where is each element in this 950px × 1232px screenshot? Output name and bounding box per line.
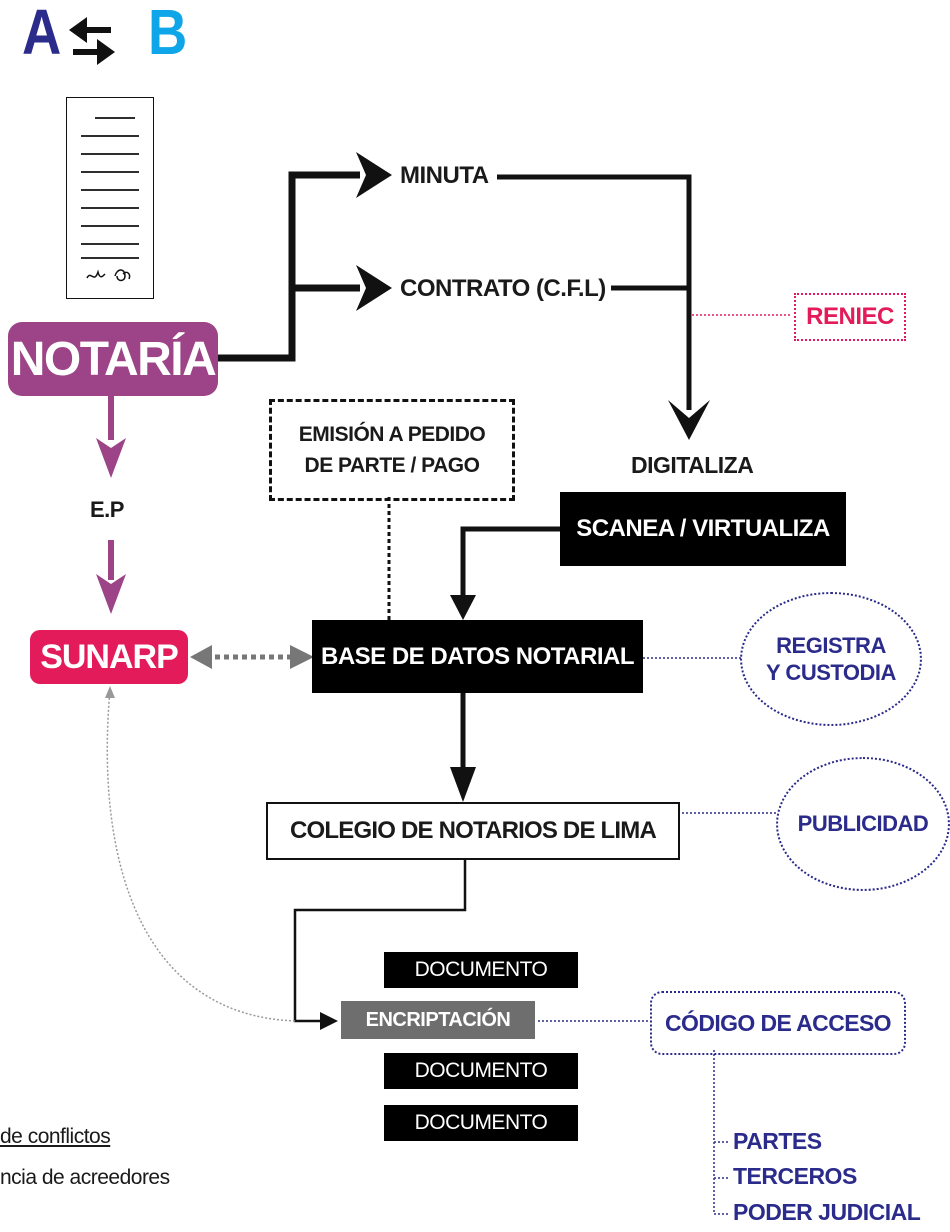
merge-line (497, 174, 692, 410)
access-item-poder-judicial: PODER JUDICIAL (733, 1199, 921, 1225)
emision-line-1: EMISIÓN A PEDIDO (298, 422, 486, 446)
emision-line-2: DE PARTE / PAGO (304, 454, 480, 477)
ep-label: E.P (90, 497, 124, 522)
arrowhead-base (450, 595, 476, 620)
header-letter-b: B (148, 0, 188, 68)
registra-line-2: Y CUSTODIA (766, 660, 896, 685)
publicidad-node: PUBLICIDAD (776, 757, 950, 891)
registra-line-1: REGISTRA (776, 632, 886, 658)
reniec-node: RENIEC (794, 293, 906, 341)
side-note-line-2: ncia de acreedores (0, 1166, 170, 1189)
notaria-to-sunarp-line (96, 396, 126, 614)
codigo-list-bracket (713, 1050, 730, 1215)
notaria-node: NOTARÍA (8, 322, 218, 396)
scanea-node: SCANEA / VIRTUALIZA (560, 492, 846, 566)
arrowhead-digitaliza (668, 400, 710, 440)
arrowhead-sunarp-up (105, 686, 115, 698)
contrato-label: CONTRATO (C.F.L) (400, 275, 606, 302)
arrowhead-contrato (356, 265, 392, 311)
arrowhead-minuta (356, 152, 392, 198)
document-icon (66, 97, 154, 299)
arrowhead-base-left (290, 645, 314, 669)
digitaliza-label: DIGITALIZA (631, 452, 754, 478)
encriptacion-to-sunarp-curve (106, 689, 296, 1022)
side-note-line-1: de conflictos (0, 1125, 111, 1148)
colegio-node: COLEGIO DE NOTARIOS DE LIMA (266, 802, 680, 860)
arrowhead-colegio (450, 767, 476, 802)
registra-custodia-node: REGISTRA Y CUSTODIA (740, 592, 922, 726)
header-letter-a: A (22, 0, 62, 68)
access-item-partes: PARTES (733, 1128, 822, 1154)
codigo-acceso-node: CÓDIGO DE ACCESO (650, 991, 906, 1055)
notaria-to-fork-line (218, 171, 360, 362)
arrowhead-encriptacion (320, 1012, 338, 1030)
documento-tag-1: DOCUMENTO (384, 952, 578, 988)
emision-node: EMISIÓN A PEDIDO DE PARTE / PAGO (269, 399, 515, 501)
encriptacion-node: ENCRIPTACIÓN (341, 1001, 535, 1039)
arrowhead-sunarp-left (190, 645, 212, 669)
base-datos-node: BASE DE DATOS NOTARIAL (312, 620, 643, 693)
sunarp-node: SUNARP (30, 630, 188, 684)
minuta-label: MINUTA (400, 162, 489, 189)
documento-tag-2: DOCUMENTO (384, 1053, 578, 1089)
scanea-to-base-line (460, 526, 560, 600)
colegio-to-encriptacion-line (293, 857, 467, 1023)
documento-tag-3: DOCUMENTO (384, 1105, 578, 1141)
access-item-terceros: TERCEROS (733, 1163, 857, 1189)
swap-arrows-icon (69, 17, 115, 65)
